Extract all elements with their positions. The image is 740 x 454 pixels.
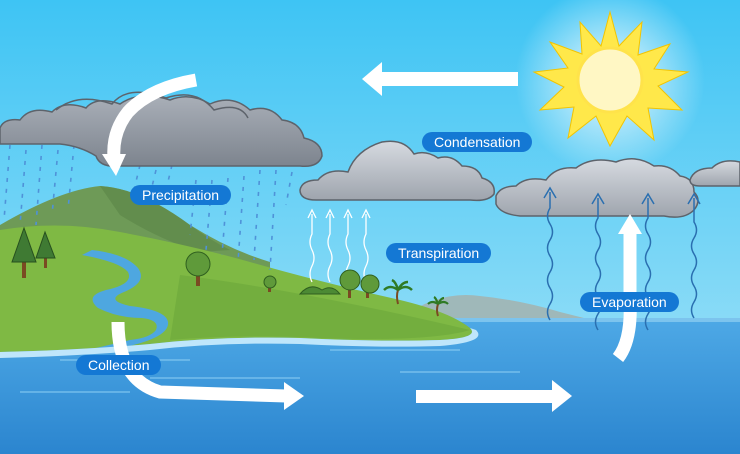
tree-icon — [360, 274, 380, 298]
arrow-icon — [416, 380, 572, 412]
collection-label: Collection — [76, 355, 162, 375]
tree-icon — [11, 226, 37, 278]
precipitation-label: Precipitation — [130, 185, 232, 205]
tree-icon — [35, 230, 56, 268]
evaporation-label: Evaporation — [580, 292, 679, 312]
cloud-icon — [299, 140, 495, 202]
shrub — [298, 286, 342, 295]
transpiration-label: Transpiration — [386, 243, 492, 263]
tree-icon — [263, 275, 277, 292]
palm-tree-icon — [383, 278, 413, 305]
cloud-icon — [689, 160, 740, 187]
cloud-icon — [0, 91, 323, 168]
distant-hill — [400, 294, 600, 322]
tree-icon — [339, 269, 361, 298]
arrow-icon — [362, 62, 518, 96]
arrow-icon — [102, 73, 198, 176]
wavy-arrow-icon — [543, 186, 701, 331]
river — [82, 250, 169, 348]
sun-icon — [515, 0, 705, 175]
condensation-label: Condensation — [422, 132, 533, 152]
palm-tree-icon — [427, 296, 449, 317]
tree-icon — [185, 251, 211, 286]
